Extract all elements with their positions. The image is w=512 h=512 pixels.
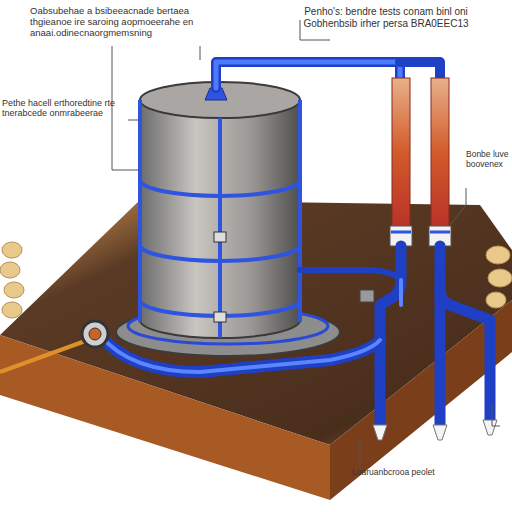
cold-pipes (100, 246, 490, 425)
callout-label: Oabsubehae a bsibeeacnade bertaea thgiea… (30, 6, 230, 39)
tank-body (140, 100, 300, 338)
leader-lines (112, 20, 500, 470)
pipe-outlets (373, 420, 497, 440)
band-clip (214, 232, 226, 242)
fitting-rings (391, 231, 450, 234)
supply-wire (0, 340, 88, 372)
callout-label: Penho's: bendre tests conam binl oni Gob… (296, 6, 476, 29)
gauge-dial (89, 328, 101, 340)
callout-label: Loaruanbcrooa peolet (352, 468, 482, 478)
hot-pipe (392, 78, 410, 228)
callout-label: Pethe hacell erthoredtine rte tnerabcede… (2, 98, 132, 119)
band-clip (214, 312, 226, 322)
hot-pipe (431, 78, 449, 228)
callout-label: Bonbe luve boovenex (466, 150, 512, 170)
tank-bands (140, 100, 300, 338)
pressure-gauge (82, 321, 108, 347)
valve (360, 290, 374, 302)
